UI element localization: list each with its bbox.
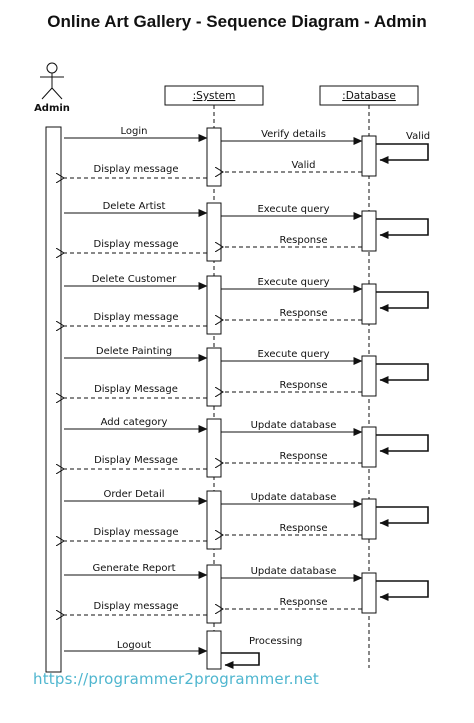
query-label: Update database	[251, 420, 337, 431]
reply-label: Response	[279, 308, 327, 319]
database-activation	[361, 572, 377, 614]
system-activation	[206, 564, 222, 624]
display-label: Display message	[94, 601, 179, 612]
query-label: Execute query	[257, 349, 329, 360]
database-activation	[361, 498, 377, 540]
request-label: Delete Artist	[103, 201, 166, 212]
reply-label: Response	[279, 451, 327, 462]
query-label: Update database	[251, 492, 337, 503]
database-self-arrow	[376, 506, 429, 527]
system-activation	[206, 630, 222, 670]
display-label: Display message	[94, 527, 179, 538]
system-activation	[206, 418, 222, 478]
request-label: Delete Customer	[92, 274, 177, 285]
display-label: Display message	[94, 312, 179, 323]
system-activation	[206, 202, 222, 262]
database-self-arrow	[376, 434, 429, 455]
actor-label: Admin	[34, 103, 70, 114]
system-activation	[206, 275, 222, 335]
system-self-label: Processing	[249, 636, 302, 647]
request-label: Logout	[117, 640, 151, 651]
system-activation	[206, 347, 222, 407]
actor-head	[46, 62, 58, 74]
reply-label: Response	[279, 380, 327, 391]
database-activation	[361, 135, 377, 177]
database-activation	[361, 355, 377, 397]
system-activation	[206, 490, 222, 550]
actor-activation-bar	[45, 126, 62, 673]
request-label: Generate Report	[92, 563, 175, 574]
database-activation	[361, 210, 377, 252]
database-activation	[361, 283, 377, 325]
display-label: Display message	[94, 164, 179, 175]
query-label: Verify details	[261, 129, 326, 140]
display-label: Display Message	[94, 384, 178, 395]
query-label: Execute query	[257, 277, 329, 288]
database-self-arrow	[376, 363, 429, 384]
reply-label: Response	[279, 597, 327, 608]
reply-label: Response	[279, 235, 327, 246]
database-self-arrow	[376, 143, 429, 164]
request-label: Login	[121, 126, 148, 137]
query-label: Update database	[251, 566, 337, 577]
database-self-label: Valid	[406, 131, 430, 142]
footer-url: https://programmer2programmer.net	[33, 670, 319, 688]
display-label: Display message	[94, 239, 179, 250]
database-self-arrow	[376, 291, 429, 312]
reply-label: Valid	[291, 160, 315, 171]
diagram-title: Online Art Gallery - Sequence Diagram - …	[47, 12, 427, 31]
database-activation	[361, 426, 377, 468]
system-object-label: :System	[193, 90, 236, 102]
request-label: Add category	[101, 417, 168, 428]
reply-label: Response	[279, 523, 327, 534]
admin-actor-figure	[40, 62, 64, 100]
system-self-arrow	[221, 652, 260, 669]
system-activation	[206, 127, 222, 187]
query-label: Execute query	[257, 204, 329, 215]
display-label: Display Message	[94, 455, 178, 466]
database-self-arrow	[376, 218, 429, 239]
request-label: Delete Painting	[96, 346, 172, 357]
database-object-label: :Database	[342, 90, 396, 102]
request-label: Order Detail	[103, 489, 164, 500]
database-self-arrow	[376, 580, 429, 601]
